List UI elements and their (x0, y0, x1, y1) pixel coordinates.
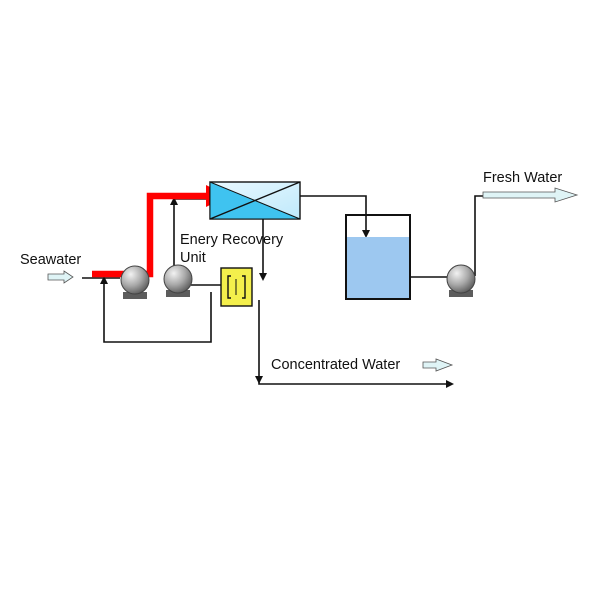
concentrate-right-arrowhead (446, 380, 454, 388)
seawater-flow-arrow (47, 270, 74, 284)
ro-membrane-module (209, 181, 301, 220)
line-arrowheads (100, 197, 454, 388)
permeate-arrowhead (362, 230, 370, 238)
tank-walls (345, 214, 411, 300)
product-pipe (474, 195, 483, 276)
pump-casing (120, 265, 150, 295)
product-tank (345, 214, 411, 300)
recirculation-arrowhead (100, 276, 108, 284)
pump-casing (163, 264, 193, 294)
tank-water (346, 237, 410, 299)
permeate-pipe (300, 195, 367, 234)
concentrate-down-arrowhead (255, 376, 263, 384)
eru-internal-symbol (227, 275, 246, 299)
recirculation-pipe (103, 279, 212, 343)
high-pressure-pump (120, 265, 150, 299)
brine-arrowhead (259, 273, 267, 281)
concentrated-water-label: Concentrated Water (271, 357, 400, 373)
erd-label-line2: Unit (180, 250, 206, 266)
energy-recovery-unit (220, 267, 253, 307)
seawater-label: Seawater (20, 252, 81, 268)
high-pressure-pipe (92, 192, 208, 278)
high-pressure-feed (92, 185, 228, 278)
product-pump (446, 264, 476, 297)
fresh-water-label: Fresh Water (483, 170, 562, 186)
erd-label-line1: Enery Recovery (180, 232, 284, 248)
pump-base (123, 292, 147, 299)
membrane-divider (209, 181, 301, 220)
booster-pump (163, 264, 193, 297)
pump-casing (446, 264, 476, 294)
fresh-water-flow-arrow (482, 187, 579, 203)
booster-arrowhead (170, 197, 178, 205)
concentrated-water-flow-arrow (422, 358, 454, 372)
